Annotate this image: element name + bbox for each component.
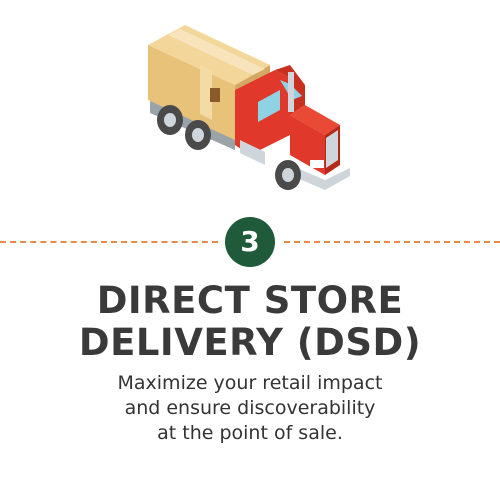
divider-line-left	[0, 241, 218, 243]
delivery-truck-icon	[148, 25, 350, 190]
title-line-1: DIRECT STORE	[96, 279, 404, 322]
description-line-2: and ensure discoverability	[124, 397, 376, 419]
section-title: DIRECT STORE DELIVERY (DSD)	[0, 280, 500, 364]
section-description: Maximize your retail impact and ensure d…	[0, 371, 500, 446]
truck-wheels	[157, 105, 301, 190]
step-number-badge: 3	[225, 217, 275, 267]
description-line-3: at the point of sale.	[157, 422, 343, 444]
truck-cab	[235, 65, 350, 190]
description-line-1: Maximize your retail impact	[117, 372, 383, 394]
title-line-2: DELIVERY (DSD)	[78, 321, 422, 364]
divider-line-right	[284, 241, 500, 243]
delivery-truck-illustration	[140, 10, 360, 210]
